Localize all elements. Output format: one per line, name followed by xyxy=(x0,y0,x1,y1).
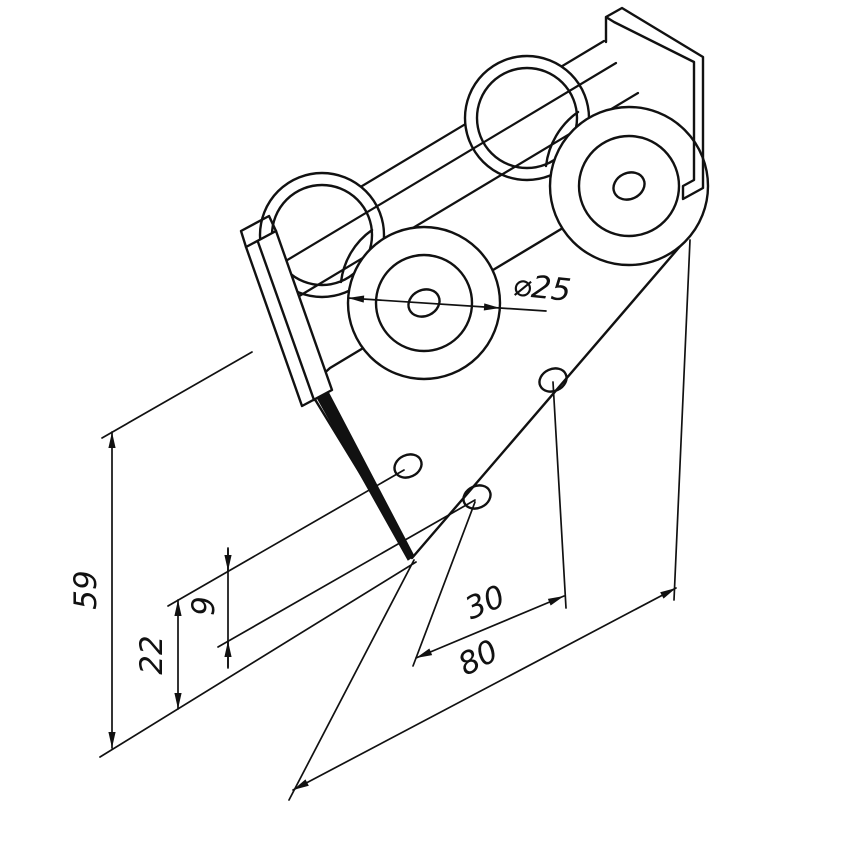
dim-59-label: 59 xyxy=(68,570,104,609)
plate-hole-left xyxy=(393,453,423,479)
wheel-depth-arcs xyxy=(339,110,580,284)
dim-80-label: 80 xyxy=(452,633,504,683)
left-cap-face xyxy=(244,229,334,408)
wheel-rim-back-arcs xyxy=(339,110,580,284)
plate-hole-right xyxy=(538,367,568,393)
dim-line-diameter xyxy=(347,295,501,311)
left-cap-detail-lines xyxy=(239,214,316,402)
right-end-cap xyxy=(604,6,705,201)
back-left-wheel-outer xyxy=(258,171,386,299)
diameter-label: ⌀25 xyxy=(511,267,573,309)
left-end-cap xyxy=(239,214,334,408)
front-right-wheel-outer xyxy=(548,105,710,267)
back-right-wheel-rim xyxy=(475,66,579,170)
dim-leader-diameter xyxy=(499,307,547,312)
right-cap-profile xyxy=(604,6,705,201)
front-right-wheel-hub xyxy=(577,134,681,238)
dim-22-label: 22 xyxy=(134,635,170,674)
back-wheels xyxy=(258,54,591,299)
dim-30-label: 30 xyxy=(460,579,510,628)
plate-hole-middle xyxy=(462,484,492,510)
dim-9-label: 9 xyxy=(186,596,222,616)
dim-line-80 xyxy=(292,587,677,791)
front-right-wheel-bore xyxy=(612,171,646,201)
